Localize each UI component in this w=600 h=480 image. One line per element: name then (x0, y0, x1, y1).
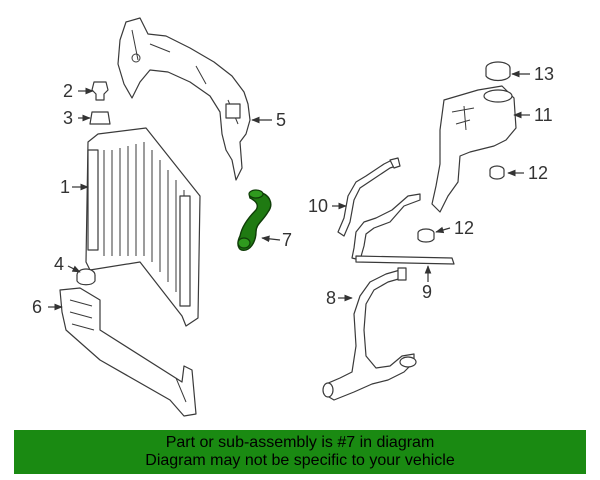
lower-deflector (59, 287, 197, 417)
coolant-reservoir (431, 85, 517, 213)
radiator-hose-highlighted (237, 189, 272, 251)
callout-2: 2 (63, 81, 73, 101)
callout-12-upper: 12 (528, 163, 548, 183)
callout-8: 8 (326, 288, 336, 308)
mount-part-12-lower (417, 228, 435, 243)
callout-labels: 1 2 3 4 5 6 7 8 9 10 11 12 12 13 (32, 64, 554, 317)
clip-part-3 (89, 111, 111, 125)
leader-lines (48, 70, 530, 311)
reservoir-cap (485, 61, 511, 82)
coolant-hose-part-8 (322, 267, 417, 401)
callout-7: 7 (282, 230, 292, 250)
callout-6: 6 (32, 297, 42, 317)
banner-line-2: Diagram may not be specific to your vehi… (145, 452, 455, 469)
callout-12-lower: 12 (454, 218, 474, 238)
callout-11: 11 (534, 105, 553, 125)
part-info-banner: Part or sub-assembly is #7 in diagram Di… (14, 430, 586, 474)
mount-part-4 (76, 268, 96, 286)
callout-13: 13 (534, 64, 554, 84)
banner-line-1: Part or sub-assembly is #7 in diagram (165, 434, 435, 451)
callout-4: 4 (54, 254, 64, 274)
bypass-hose-part-9 (351, 193, 455, 265)
overflow-hose-part-10 (337, 157, 401, 237)
clip-part-2 (91, 81, 109, 101)
radiator-support-bracket (117, 17, 251, 181)
callout-3: 3 (63, 108, 73, 128)
callout-1: 1 (60, 177, 70, 197)
callout-10: 10 (308, 196, 328, 216)
callout-5: 5 (276, 110, 286, 130)
callout-9: 9 (422, 282, 432, 302)
mount-part-12-upper (489, 165, 505, 180)
radiator (85, 127, 201, 327)
